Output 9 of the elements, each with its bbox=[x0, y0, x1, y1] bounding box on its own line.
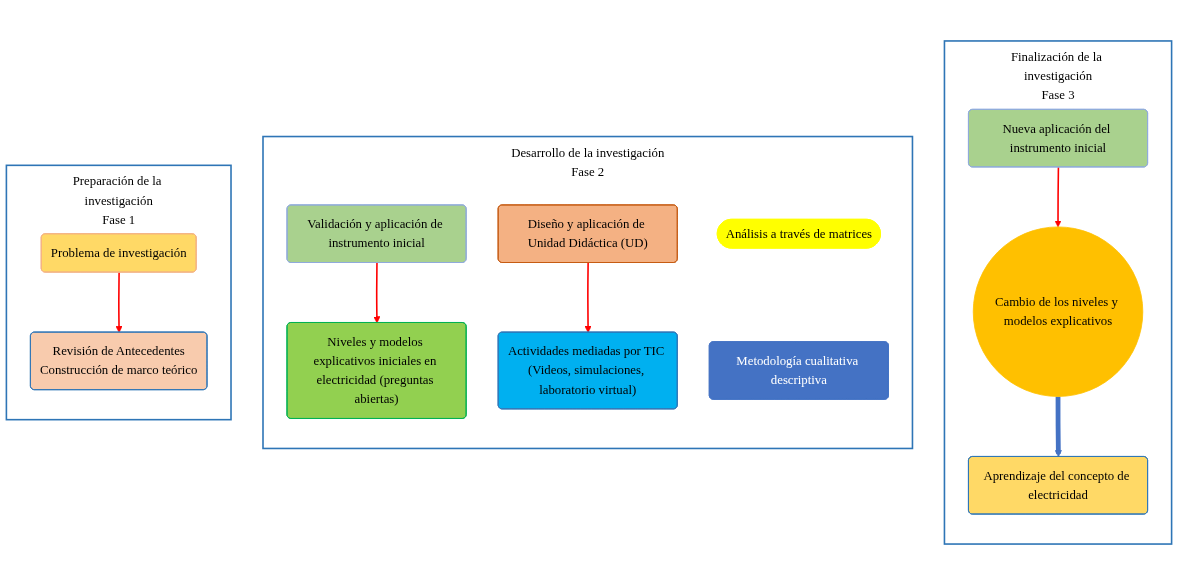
arrow bbox=[584, 262, 592, 333]
arrow bbox=[1054, 396, 1062, 458]
arrow bbox=[1054, 166, 1062, 228]
arrow bbox=[373, 262, 381, 324]
node-label: Fase 3 bbox=[1041, 88, 1075, 102]
node-label: Fase 1 bbox=[102, 212, 136, 227]
arrow bbox=[115, 271, 123, 333]
node-label: Fase 2 bbox=[571, 164, 605, 179]
node-circle: Cambio de los niveles y modelos explicativos bbox=[972, 226, 1144, 397]
